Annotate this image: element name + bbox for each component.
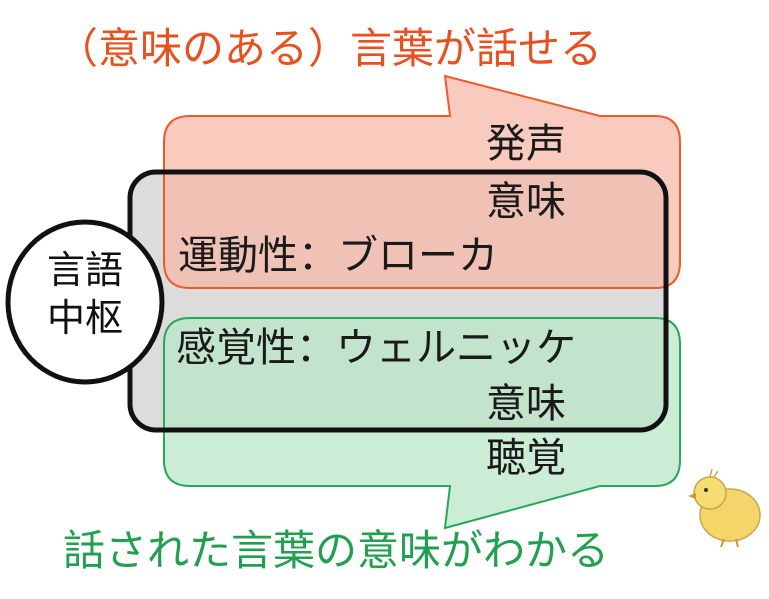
motor-item-vocalization: 発声 xyxy=(486,121,566,167)
center-label-line2: 中枢 xyxy=(46,296,123,340)
center-label-line1: 言語 xyxy=(46,248,123,292)
sensory-ability-title: 話された言葉の意味がわかる xyxy=(63,526,610,575)
motor-ability-title: （意味のある）言葉が話せる xyxy=(56,24,603,73)
sensory-aphasia-wernicke: 感覚性：ウェルニッケ xyxy=(176,325,576,371)
language-center-circle xyxy=(5,219,165,385)
chick-illustration xyxy=(688,468,761,548)
sensory-item-hearing: 聴覚 xyxy=(486,435,566,481)
motor-speech-bubble xyxy=(163,74,681,289)
motor-aphasia-broca: 運動性：ブローカ xyxy=(178,233,498,279)
sensory-item-meaning: 意味 xyxy=(486,381,566,427)
motor-item-meaning: 意味 xyxy=(486,179,566,225)
language-center-label: 言語 中枢 xyxy=(12,246,158,342)
sensory-speech-bubble xyxy=(163,317,681,530)
